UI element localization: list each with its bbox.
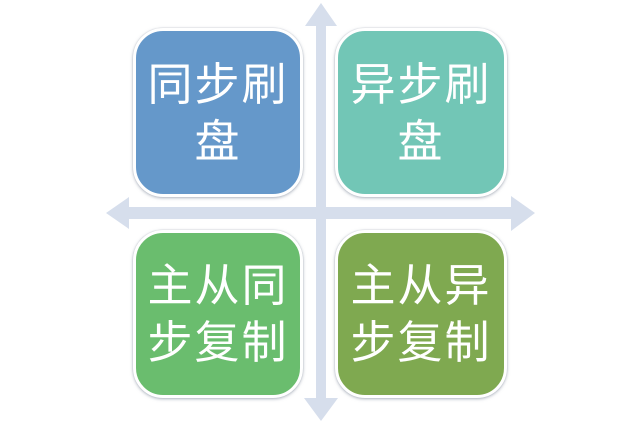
quadrant-label-line: 盘 <box>397 115 445 167</box>
quadrant-master-slave-sync-replication: 主从同 步复制 <box>133 230 303 398</box>
quadrant-label-line: 步复制 <box>147 317 289 368</box>
horizontal-axis-arrow <box>106 196 535 231</box>
quadrant-sync-flush: 同步刷 盘 <box>133 28 303 197</box>
quadrant-async-flush: 异步刷 盘 <box>335 28 507 197</box>
quadrant-label-line: 异步刷 <box>350 58 492 110</box>
quadrant-master-slave-async-replication: 主从异 步复制 <box>335 230 507 398</box>
quadrant-label-line: 主从同 <box>147 260 289 311</box>
quadrant-label-line: 同步刷 <box>147 58 289 110</box>
quadrant-label-line: 主从异 <box>350 260 492 311</box>
quadrant-label-line: 步复制 <box>350 317 492 368</box>
quadrant-label-line: 盘 <box>194 115 242 167</box>
